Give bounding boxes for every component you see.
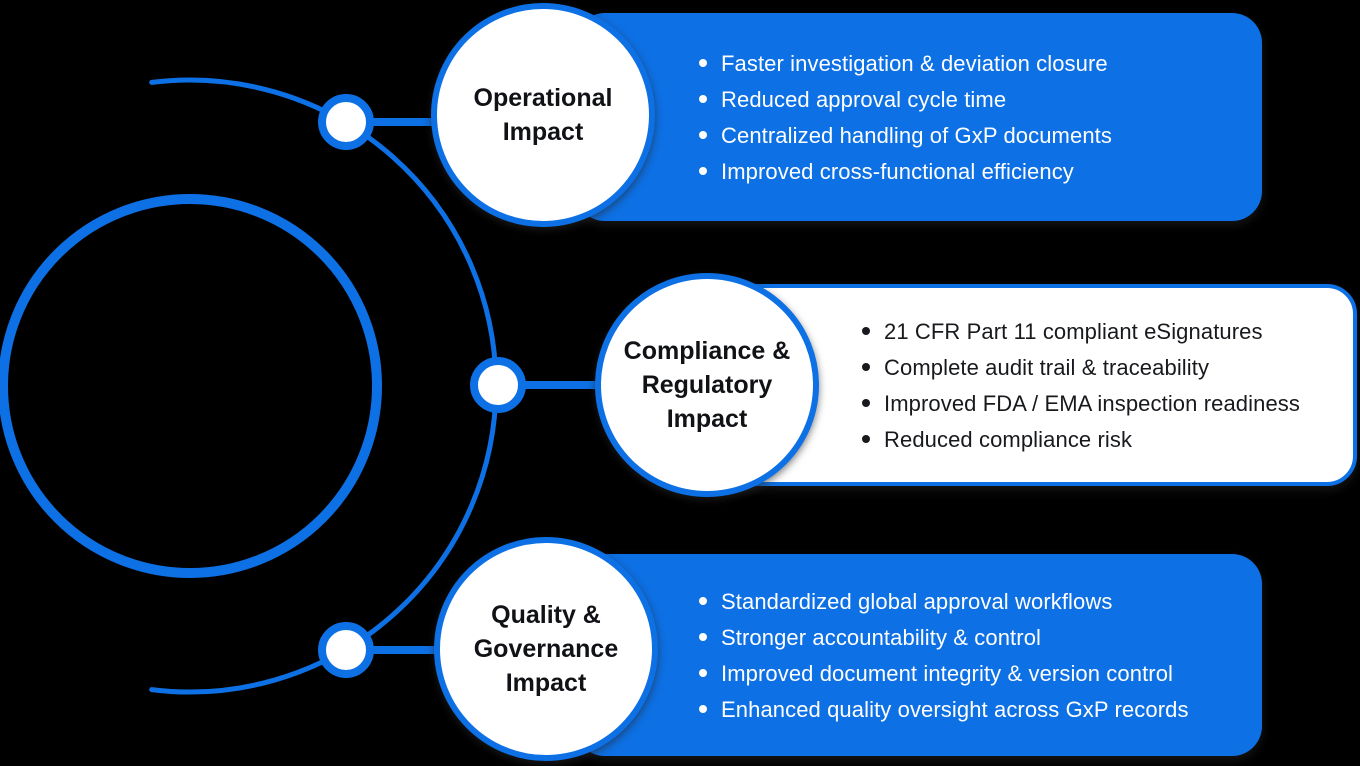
panel-quality-governance-impact: Standardized global approval workflows S… [575,554,1262,756]
bullet-item: Improved FDA / EMA inspection readiness [862,392,1353,415]
node-dot-compliance [470,357,526,413]
bullet-item: Faster investigation & deviation closure [699,52,1262,75]
bullet-item: Reduced compliance risk [862,428,1353,451]
node-dot-quality [318,622,374,678]
bullet-item: Reduced approval cycle time [699,88,1262,111]
bullet-item: Stronger accountability & control [699,626,1262,649]
hub-ring-circle [0,194,382,578]
bullet-item: Centralized handling of GxP documents [699,124,1262,147]
label-line: Quality & [491,601,601,629]
label-circle-operational-impact: Operational Impact [431,3,655,227]
node-dot-operational [318,94,374,150]
label-line: Operational [473,84,613,112]
operational-bullet-list: Faster investigation & deviation closure… [699,52,1262,183]
panel-operational-impact: Faster investigation & deviation closure… [575,13,1262,221]
label-circle-compliance-regulatory-impact: Compliance & Regulatory Impact [595,273,819,497]
compliance-bullet-list: 21 CFR Part 11 compliant eSignatures Com… [862,320,1353,451]
label-line: Governance [473,635,619,663]
quality-bullet-list: Standardized global approval workflows S… [699,590,1262,721]
bullet-item: 21 CFR Part 11 compliant eSignatures [862,320,1353,343]
label-line: Regulatory [641,371,773,399]
bullet-item: Improved document integrity & version co… [699,662,1262,685]
label-line: Compliance & [623,337,791,365]
bullet-item: Complete audit trail & traceability [862,356,1353,379]
label-circle-quality-governance-impact: Quality & Governance Impact [434,537,658,761]
label-line: Impact [666,405,748,433]
label-line: Impact [505,669,587,697]
label-line: Impact [502,118,584,146]
bullet-item: Enhanced quality oversight across GxP re… [699,698,1262,721]
bullet-item: Improved cross-functional efficiency [699,160,1262,183]
bullet-item: Standardized global approval workflows [699,590,1262,613]
